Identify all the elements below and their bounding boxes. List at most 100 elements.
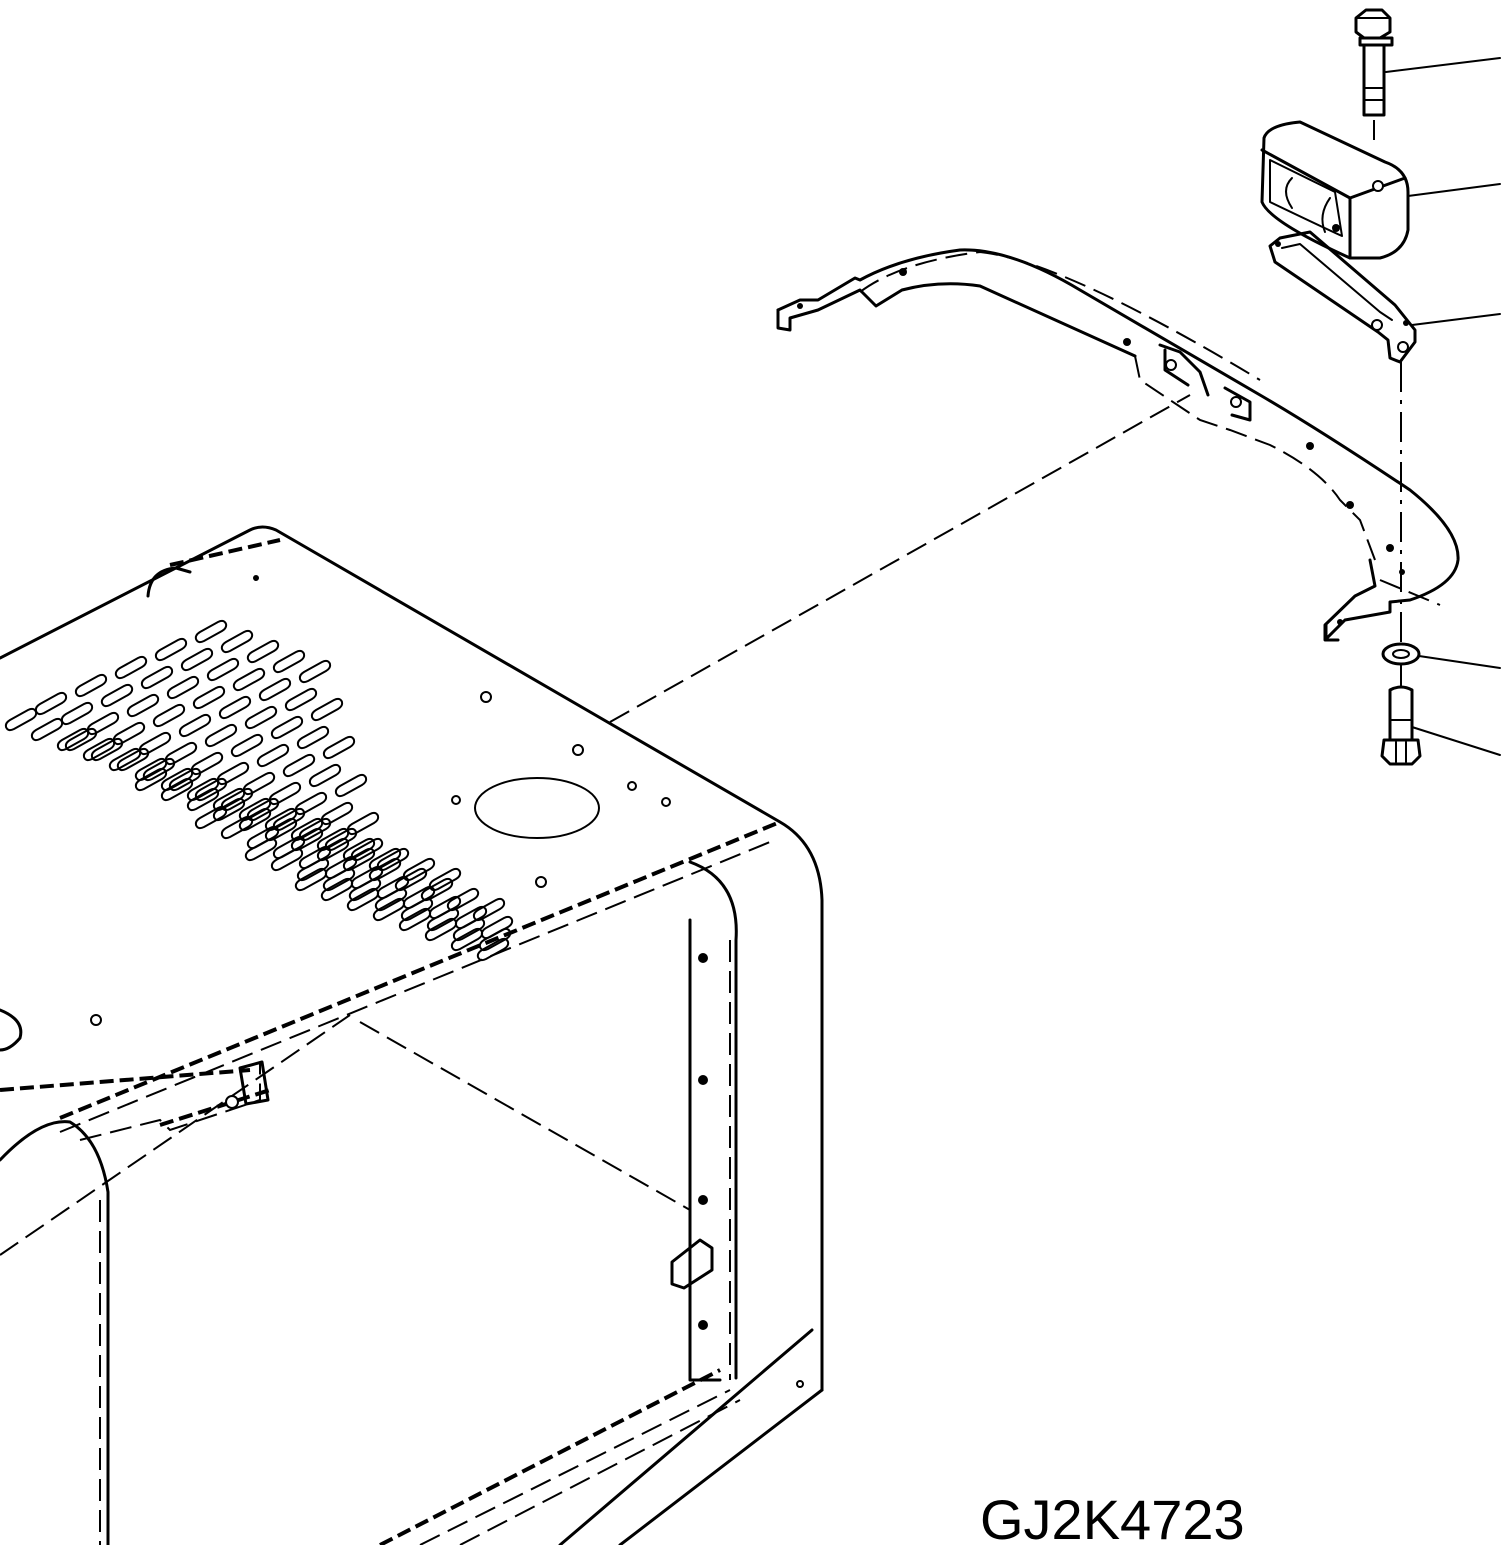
lamp <box>1260 120 1410 260</box>
vent-slot <box>86 711 120 736</box>
vent-slot <box>100 683 134 708</box>
vent-slot <box>82 737 116 762</box>
vent-slot <box>246 639 280 664</box>
guard-bar <box>776 248 1460 642</box>
vent-slot <box>428 867 462 892</box>
vent-slot <box>138 731 172 756</box>
vent-slot <box>220 629 254 654</box>
hood-cover <box>0 525 824 1545</box>
vent-slot <box>428 895 462 920</box>
vent-slot <box>376 875 410 900</box>
vent-slot <box>160 777 194 802</box>
vent-slot <box>322 735 356 760</box>
vent-slot <box>154 637 188 662</box>
lamp-bracket <box>1268 230 1417 364</box>
vent-slot <box>256 743 290 768</box>
vent-slot <box>350 837 384 862</box>
vent-slot <box>272 649 306 674</box>
vent-slot <box>194 805 228 830</box>
vent-slot <box>298 817 332 842</box>
bolt-bottom <box>1380 685 1422 766</box>
vent-slot <box>74 673 108 698</box>
vent-slot <box>56 727 90 752</box>
vent-slot <box>316 837 350 862</box>
vent-slot <box>4 707 38 732</box>
vent-slot <box>368 857 402 882</box>
vent-slot <box>270 847 304 872</box>
vent-slot <box>116 747 150 772</box>
vent-slot <box>220 787 254 812</box>
bolt-top <box>1354 8 1394 117</box>
vent-slot <box>168 767 202 792</box>
vent-slot <box>308 763 342 788</box>
vent-slot <box>310 697 344 722</box>
vent-slot <box>290 827 324 852</box>
vent-slot <box>372 897 406 922</box>
vent-slot <box>220 815 254 840</box>
vent-slot <box>244 705 278 730</box>
vent-slot <box>472 897 506 922</box>
vent-slot <box>270 715 304 740</box>
vent-slot <box>204 723 238 748</box>
vent-slot <box>134 767 168 792</box>
vent-slot <box>218 695 252 720</box>
vent-slot <box>294 791 328 816</box>
vent-slot <box>194 619 228 644</box>
vent-slot <box>142 757 176 782</box>
vent-slot <box>30 717 64 742</box>
vent-slot <box>334 773 368 798</box>
vent-slot <box>180 647 214 672</box>
vent-slot <box>194 777 228 802</box>
vent-slot <box>34 691 68 716</box>
drawing-code: GJ2K4723 <box>980 1488 1245 1551</box>
vent-slot <box>244 837 278 862</box>
vent-slot <box>230 733 264 758</box>
vent-slot <box>264 817 298 842</box>
vent-slot <box>192 685 226 710</box>
vent-slot <box>258 677 292 702</box>
vent-slot <box>298 845 332 870</box>
vent-slot <box>166 675 200 700</box>
vent-slot <box>346 887 380 912</box>
vent-slot <box>178 713 212 738</box>
vent-slot <box>402 857 436 882</box>
vent-slot <box>342 847 376 872</box>
vent-slot <box>298 659 332 684</box>
vent-slot <box>242 771 276 796</box>
vent-slot <box>402 885 436 910</box>
vent-slot <box>282 753 316 778</box>
vent-slot <box>320 877 354 902</box>
vent-slot <box>238 807 272 832</box>
vent-slot <box>272 807 306 832</box>
vent-slot <box>268 781 302 806</box>
vent-slot <box>246 825 280 850</box>
vent-grille <box>4 619 514 962</box>
vent-slot <box>424 917 458 942</box>
vent-slot <box>272 835 306 860</box>
washer <box>1381 642 1421 666</box>
vent-slot <box>420 877 454 902</box>
vent-slot <box>60 701 94 726</box>
vent-slot <box>294 867 328 892</box>
vent-slot <box>320 801 354 826</box>
vent-slot <box>90 737 124 762</box>
vent-slot <box>140 665 174 690</box>
vent-slot <box>64 727 98 752</box>
vent-slot <box>324 827 358 852</box>
vent-slot <box>108 747 142 772</box>
vent-slot <box>112 721 146 746</box>
vent-slot <box>152 703 186 728</box>
vent-slot <box>164 741 198 766</box>
vent-slot <box>126 693 160 718</box>
vent-slot <box>246 797 280 822</box>
vent-slot <box>476 937 510 962</box>
vent-slot <box>216 761 250 786</box>
vent-slot <box>398 907 432 932</box>
leader-lines <box>1385 57 1501 756</box>
vent-slot <box>346 811 380 836</box>
vent-slot <box>114 655 148 680</box>
vent-slot <box>376 847 410 872</box>
vent-slot <box>190 751 224 776</box>
vent-slot <box>284 687 318 712</box>
